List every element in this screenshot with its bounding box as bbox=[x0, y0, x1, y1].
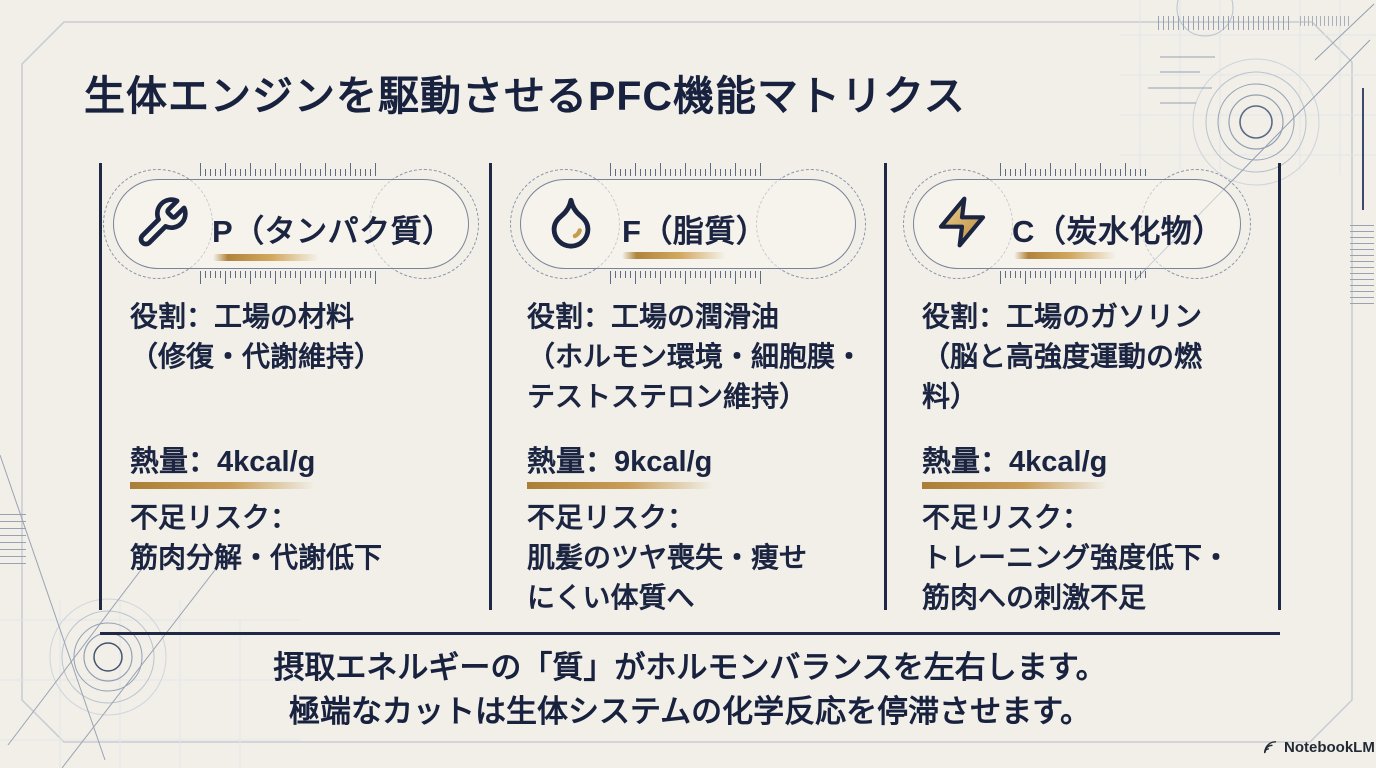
fat-header-label: F（脂質） bbox=[622, 214, 768, 249]
column-separator bbox=[1278, 163, 1281, 610]
notebooklm-logo-icon bbox=[1264, 741, 1277, 754]
ruler-ticks-decoration bbox=[610, 163, 765, 176]
droplet-icon bbox=[551, 197, 591, 249]
carb-role-text: 役割：工場のガソリン （脳と高強度運動の燃 料） bbox=[922, 301, 1203, 412]
fat-risk-text: 不足リスク： 肌髪のツヤ喪失・痩せ にくい体質へ bbox=[527, 502, 808, 613]
gold-accent-bar bbox=[213, 254, 319, 261]
footer-line-2: 極端なカットは生体システムの化学反応を停滞させます。 bbox=[289, 694, 1091, 729]
protein-header-label: P（タンパク質） bbox=[212, 214, 454, 249]
protein-energy-value: 熱量：4kcal/g bbox=[130, 438, 316, 489]
ruler-ticks-decoration bbox=[200, 163, 380, 176]
protein-risk-text: 不足リスク： 筋肉分解・代謝低下 bbox=[130, 502, 383, 573]
gold-accent-bar bbox=[622, 252, 726, 259]
protein-role-text: 役割：工場の材料 （修復・代謝維持） bbox=[130, 301, 383, 372]
ruler-ticks-decoration bbox=[1000, 163, 1150, 176]
carb-risk-text: 不足リスク： トレーニング強度低下・ 筋肉への刺激不足 bbox=[922, 502, 1231, 613]
ruler-ticks-decoration bbox=[200, 271, 380, 284]
ruler-ticks-decoration bbox=[1000, 271, 1150, 284]
fat-role-text: 役割：工場の潤滑油 （ホルモン環境・細胞膜・ テストステロン維持） bbox=[527, 301, 864, 412]
column-separator bbox=[489, 163, 492, 610]
footer-line-1: 摂取エネルギーの「質」がホルモンバランスを左右します。 bbox=[273, 650, 1107, 685]
footer-message: 摂取エネルギーの「質」がホルモンバランスを左右します。 極端なカットは生体システ… bbox=[100, 646, 1280, 734]
ruler-ticks-decoration bbox=[610, 271, 765, 284]
page-title: 生体エンジンを駆動させるPFC機能マトリクス bbox=[84, 73, 966, 119]
brand-label: NotebookLM bbox=[1284, 739, 1375, 756]
column-separator bbox=[99, 163, 102, 610]
carb-energy-value: 熱量：4kcal/g bbox=[922, 438, 1108, 489]
column-separator bbox=[884, 163, 887, 610]
gold-accent-bar bbox=[1014, 252, 1116, 259]
carb-header-label: C（炭水化物） bbox=[1012, 214, 1224, 249]
footer-separator bbox=[100, 632, 1280, 635]
fat-energy-value: 熱量：9kcal/g bbox=[527, 438, 713, 489]
notebooklm-watermark: NotebookLM bbox=[1262, 739, 1375, 756]
bolt-icon bbox=[938, 196, 986, 248]
wrench-icon bbox=[138, 197, 188, 247]
